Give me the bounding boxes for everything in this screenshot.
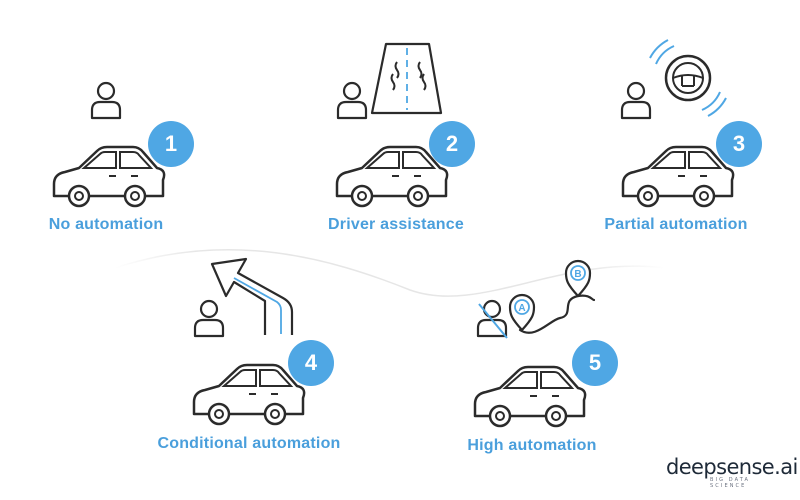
level-5-label: High automation: [467, 437, 597, 454]
pin-b-letter: B: [574, 269, 581, 280]
person-icon: [90, 81, 122, 120]
level-1-label: No automation: [48, 216, 164, 233]
car-icon: [473, 365, 587, 428]
level-2-label: Driver assistance: [328, 216, 464, 233]
brand-name: deepsense.ai: [666, 455, 798, 479]
pin-a: A: [508, 293, 536, 332]
level-3-label: Partial automation: [604, 216, 748, 233]
car-icon: [621, 145, 735, 208]
person-icon: [193, 299, 225, 338]
pin-a-letter: A: [518, 303, 525, 314]
car-icon: [335, 145, 449, 208]
road-icon: [370, 42, 443, 115]
person-icon: [620, 81, 652, 120]
person-crossed-icon: [476, 299, 508, 339]
level-4-badge: 4: [288, 340, 334, 386]
turn-arrow-icon: [210, 257, 294, 335]
level-2-badge: 2: [429, 121, 475, 167]
brand-tagline: BIG DATA SCIENCE: [710, 477, 751, 489]
level-5-badge: 5: [572, 340, 618, 386]
route-pin-icon: A B: [508, 259, 596, 334]
steering-wheel-icon: [649, 39, 727, 117]
car-icon: [52, 145, 166, 208]
car-icon: [192, 363, 306, 426]
brand-logo: deepsense.ai BIG DATA SCIENCE: [666, 455, 798, 489]
level-1-badge: 1: [148, 121, 194, 167]
level-4-label: Conditional automation: [157, 435, 341, 452]
pin-b: B: [564, 259, 592, 298]
level-3-badge: 3: [716, 121, 762, 167]
person-icon: [336, 81, 368, 120]
